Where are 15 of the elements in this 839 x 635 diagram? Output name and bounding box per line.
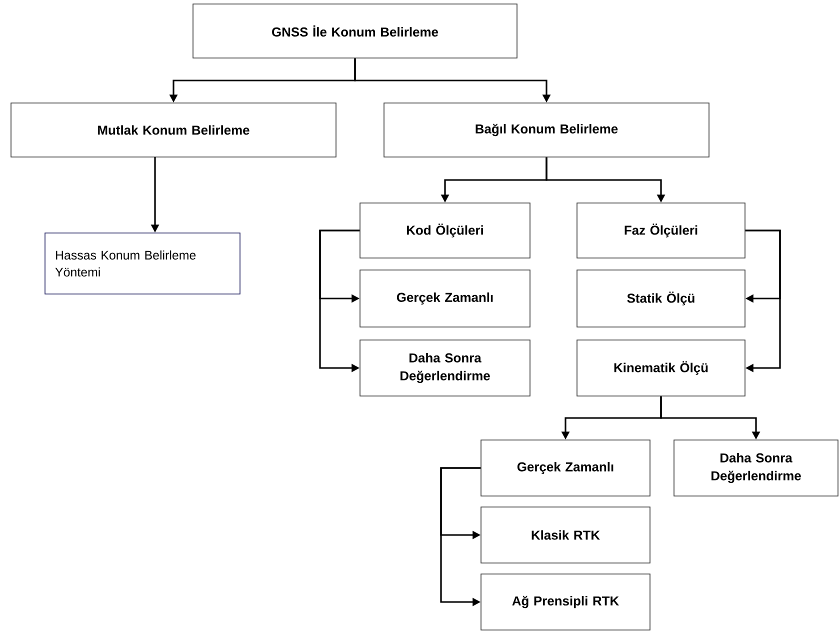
arrow xyxy=(745,230,781,372)
process-box: Faz Ölçüleri xyxy=(576,202,746,258)
process-box: Kinematik Ölçü xyxy=(576,340,746,396)
process-box: Statik Ölçü xyxy=(576,270,746,328)
process-box: GNSS İle Konum Belirleme xyxy=(192,4,518,58)
process-box: Kod Ölçüleri xyxy=(360,202,530,258)
process-box: Gerçek Zamanlı xyxy=(360,270,530,328)
process-box: Daha Sonra Değerlendirme xyxy=(360,340,530,396)
method-box: Hassas Konum Belirleme Yöntemi xyxy=(44,232,240,294)
process-box: Klasik RTK xyxy=(480,506,650,564)
process-box: Bağıl Konum Belirleme xyxy=(384,102,710,158)
process-box: Daha Sonra Değerlendirme xyxy=(674,440,838,496)
process-box: Gerçek Zamanlı xyxy=(480,440,650,496)
process-box: Ağ Prensipli RTK xyxy=(480,574,650,630)
process-box: Mutlak Konum Belirleme xyxy=(10,102,336,158)
